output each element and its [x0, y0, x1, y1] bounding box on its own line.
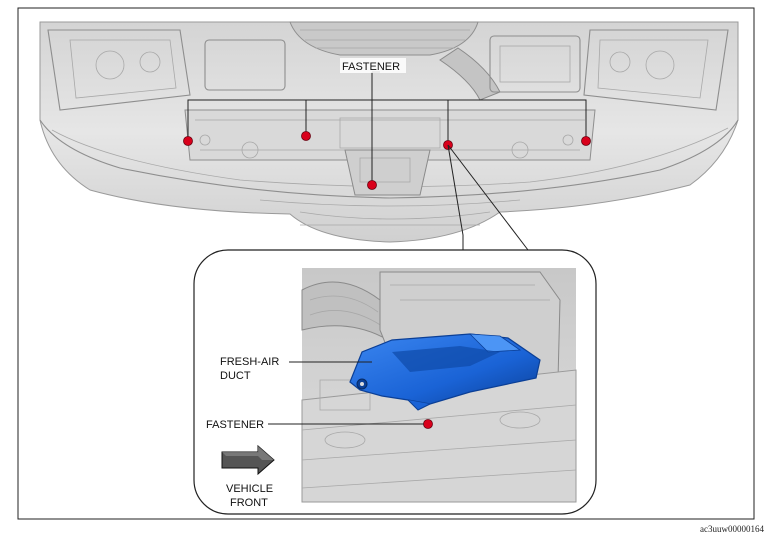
fastener-label-top: FASTENER: [342, 61, 400, 73]
red-dot-icon: [367, 180, 377, 190]
detail-leader-lines: [268, 361, 424, 425]
fresh-air-duct: [349, 333, 541, 411]
red-dot-icon: [581, 136, 591, 146]
detail-callout-lines: [447, 144, 529, 251]
red-dot-icon: [301, 131, 311, 141]
duct-label-line1: FRESH-AIR: [220, 356, 279, 368]
figure-code: ac3uuw00000164: [700, 524, 764, 534]
fastener-label-detail: FASTENER: [206, 419, 264, 431]
fastener-leader-lines-top: [187, 71, 587, 184]
vehicle-front-label-line2: FRONT: [230, 497, 268, 509]
arrow-right-icon: [221, 444, 275, 476]
red-dot-icon: [183, 136, 193, 146]
engine-bay-illustration: [39, 21, 739, 243]
vehicle-front-label-line1: VEHICLE: [226, 483, 273, 495]
duct-label-line2: DUCT: [220, 370, 251, 382]
red-dot-icon: [423, 419, 433, 429]
